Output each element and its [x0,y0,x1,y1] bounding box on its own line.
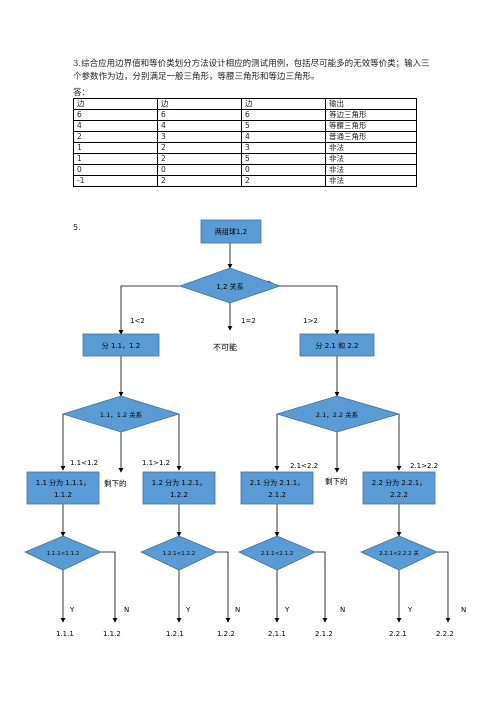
decision-3 [238,535,316,571]
split-box-left [82,333,160,357]
decision-2-left [61,395,181,433]
decision-3-label: 1.1.1<1.1.2 [47,551,80,557]
decision-3 [24,535,102,571]
table-row: 1 2 3 非法 [73,142,417,154]
rest-label: 剩下的 [104,478,127,488]
leaf-label: 2.2.2 [436,630,454,638]
split-box-right [299,333,375,357]
no-label: N [461,606,466,614]
branch-label: 2.1>2.2 [410,462,438,470]
decision-2-left-label: 1.1，1.2 关系 [100,410,143,419]
table-row: -1 2 2 非法 [73,175,417,187]
branch-gt: 1>2 [303,317,318,325]
leaf-label: 1.2.1 [166,630,184,638]
answer-label: 答： [73,88,91,98]
section-number: 5. [73,223,81,232]
table-row: 2 3 4 普通三角形 [73,131,417,143]
split-box [26,471,100,505]
table-row: 1 2 5 非法 [73,153,417,165]
yes-label: Y [407,606,413,614]
decision-2-right [275,395,401,433]
question-text: 3.综合应用边界值和等价类划分方法设计相应的测试用例，包括尽可能多的无效等价类；… [73,59,430,82]
split-box [240,471,314,505]
leaf-label: 1.2.2 [217,630,235,638]
no-label: N [235,606,240,614]
branch-lt: 1<2 [130,317,145,325]
start-box [200,219,262,244]
yes-label: Y [185,606,191,614]
branch-label: 2.1<2.2 [290,462,318,470]
decision-3-label: 2.2.1<2.2.2 关 [379,549,419,557]
leaf-label: 2.2.1 [389,630,407,638]
leaf-label: 1.1.2 [103,630,121,638]
split-box-line: 2.2.2 [390,491,408,499]
connector-lines [60,243,451,623]
split-box-line: 2.1 分为 2.1.1， [250,478,304,487]
decision-1 [178,267,282,304]
split-box-line: 1.1 分为 1.1.1， [36,478,90,487]
decision-3 [360,535,438,571]
branch-label: 1.1<1.2 [70,459,98,467]
decision-3-label: 2.1.1<2.1.2 [261,551,294,557]
table-row: 4 4 5 等腰三角形 [73,120,417,132]
no-label: N [340,606,345,614]
split-box-right-label: 分 2.1 和 2.2 [316,341,359,350]
leaf-label: 2.1.2 [315,630,333,638]
split-box-line: 2.2 分为 2.2.1， [372,478,426,487]
rest-label: 剩下的 [325,476,348,486]
leaf-label: 2.1.1 [268,630,286,638]
decision-3 [140,535,218,571]
decision-2-right-label: 2.1，2.2 关系 [316,410,359,419]
decision-3-label: 1.2.1<1.2.2 [163,551,196,557]
table-cell: 非法 [325,175,417,187]
branch-eq: 1=2 [241,317,256,325]
start-box-label: 两组球1,2 [215,227,247,236]
split-box-line: 2.1.2 [268,491,286,499]
yes-label: Y [284,606,290,614]
split-box [142,471,216,505]
split-box-line: 1.1.2 [54,491,72,499]
split-box-left-label: 分 1.1，1.2 [102,341,141,350]
split-box [362,471,436,505]
no-label: N [124,606,129,614]
leaf-label: 1.1.1 [56,630,74,638]
split-box-line: 1.2 分为 1.2.1， [152,478,206,487]
test-case-table: 边 边 边 输出 6 6 6 等边三角形 4 4 5 等腰三角形 2 3 4 普… [73,98,417,187]
table-cell: 2 [241,175,326,187]
yes-label: Y [69,606,75,614]
decision-1-label: 1,2 关系 [216,282,243,291]
split-box-line: 1.2.2 [170,491,188,499]
impossible-label: 不可能 [213,342,237,352]
branch-label: 1.1>1.2 [142,459,170,467]
